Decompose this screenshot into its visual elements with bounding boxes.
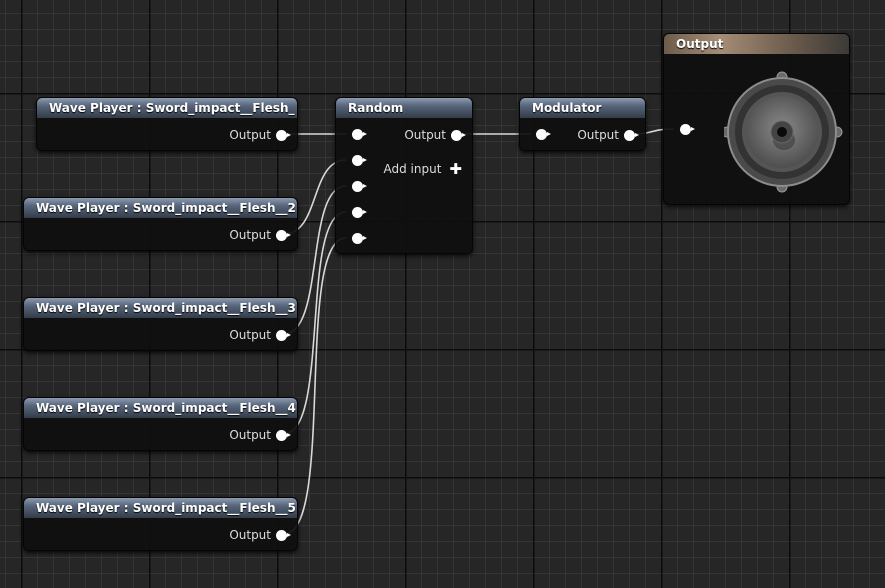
modulator-node[interactable]: Modulator Output	[519, 97, 646, 151]
input-pin-5[interactable]	[352, 233, 367, 244]
wave-player-node-4[interactable]: Wave Player : Sword_impact__Flesh__4 Out…	[23, 397, 298, 451]
input-pin-4[interactable]	[352, 207, 367, 218]
wire-wp5-random	[283, 237, 347, 535]
output-label: Output	[229, 128, 271, 142]
wave-player-node-1[interactable]: Wave Player : Sword_impact__Flesh_ Outpu…	[36, 97, 298, 151]
output-pin[interactable]	[624, 129, 639, 141]
random-node[interactable]: Random Output Add input ✚	[335, 97, 473, 254]
output-pin[interactable]	[276, 129, 291, 141]
wave-player-node-5[interactable]: Wave Player : Sword_impact__Flesh__5 Out…	[23, 497, 298, 551]
output-label: Output	[229, 228, 271, 242]
input-pin-2[interactable]	[352, 155, 367, 166]
plus-icon: ✚	[449, 160, 462, 178]
wave-player-node-3[interactable]: Wave Player : Sword_impact__Flesh__3 Out…	[23, 297, 298, 351]
node-title: Wave Player : Sword_impact__Flesh__5	[24, 498, 297, 518]
input-pin[interactable]	[680, 124, 695, 135]
output-pin[interactable]	[451, 129, 466, 141]
output-label: Output	[229, 428, 271, 442]
node-title: Random	[336, 98, 472, 118]
node-title: Modulator	[520, 98, 645, 118]
wave-player-node-2[interactable]: Wave Player : Sword_impact__Flesh__2 Out…	[23, 197, 298, 251]
output-pin[interactable]	[276, 429, 291, 441]
speaker-icon	[724, 71, 843, 193]
output-label: Output	[229, 528, 271, 542]
input-pin-3[interactable]	[352, 181, 367, 192]
output-label: Output	[577, 128, 619, 142]
node-title: Wave Player : Sword_impact__Flesh_	[37, 98, 297, 118]
output-label: Output	[404, 128, 446, 142]
node-title: Wave Player : Sword_impact__Flesh__4	[24, 398, 297, 418]
add-input-label: Add input	[383, 162, 442, 176]
add-input-button[interactable]: Add input ✚	[384, 160, 463, 178]
output-pin[interactable]	[276, 529, 291, 541]
node-title: Wave Player : Sword_impact__Flesh__3	[24, 298, 297, 318]
output-pin[interactable]	[276, 229, 291, 241]
input-pin[interactable]	[536, 129, 551, 140]
input-pin-1[interactable]	[352, 129, 367, 140]
output-node[interactable]: Output	[663, 33, 850, 205]
node-title: Wave Player : Sword_impact__Flesh__2	[24, 198, 297, 218]
output-label: Output	[229, 328, 271, 342]
output-pin[interactable]	[276, 329, 291, 341]
node-title: Output	[664, 34, 849, 54]
